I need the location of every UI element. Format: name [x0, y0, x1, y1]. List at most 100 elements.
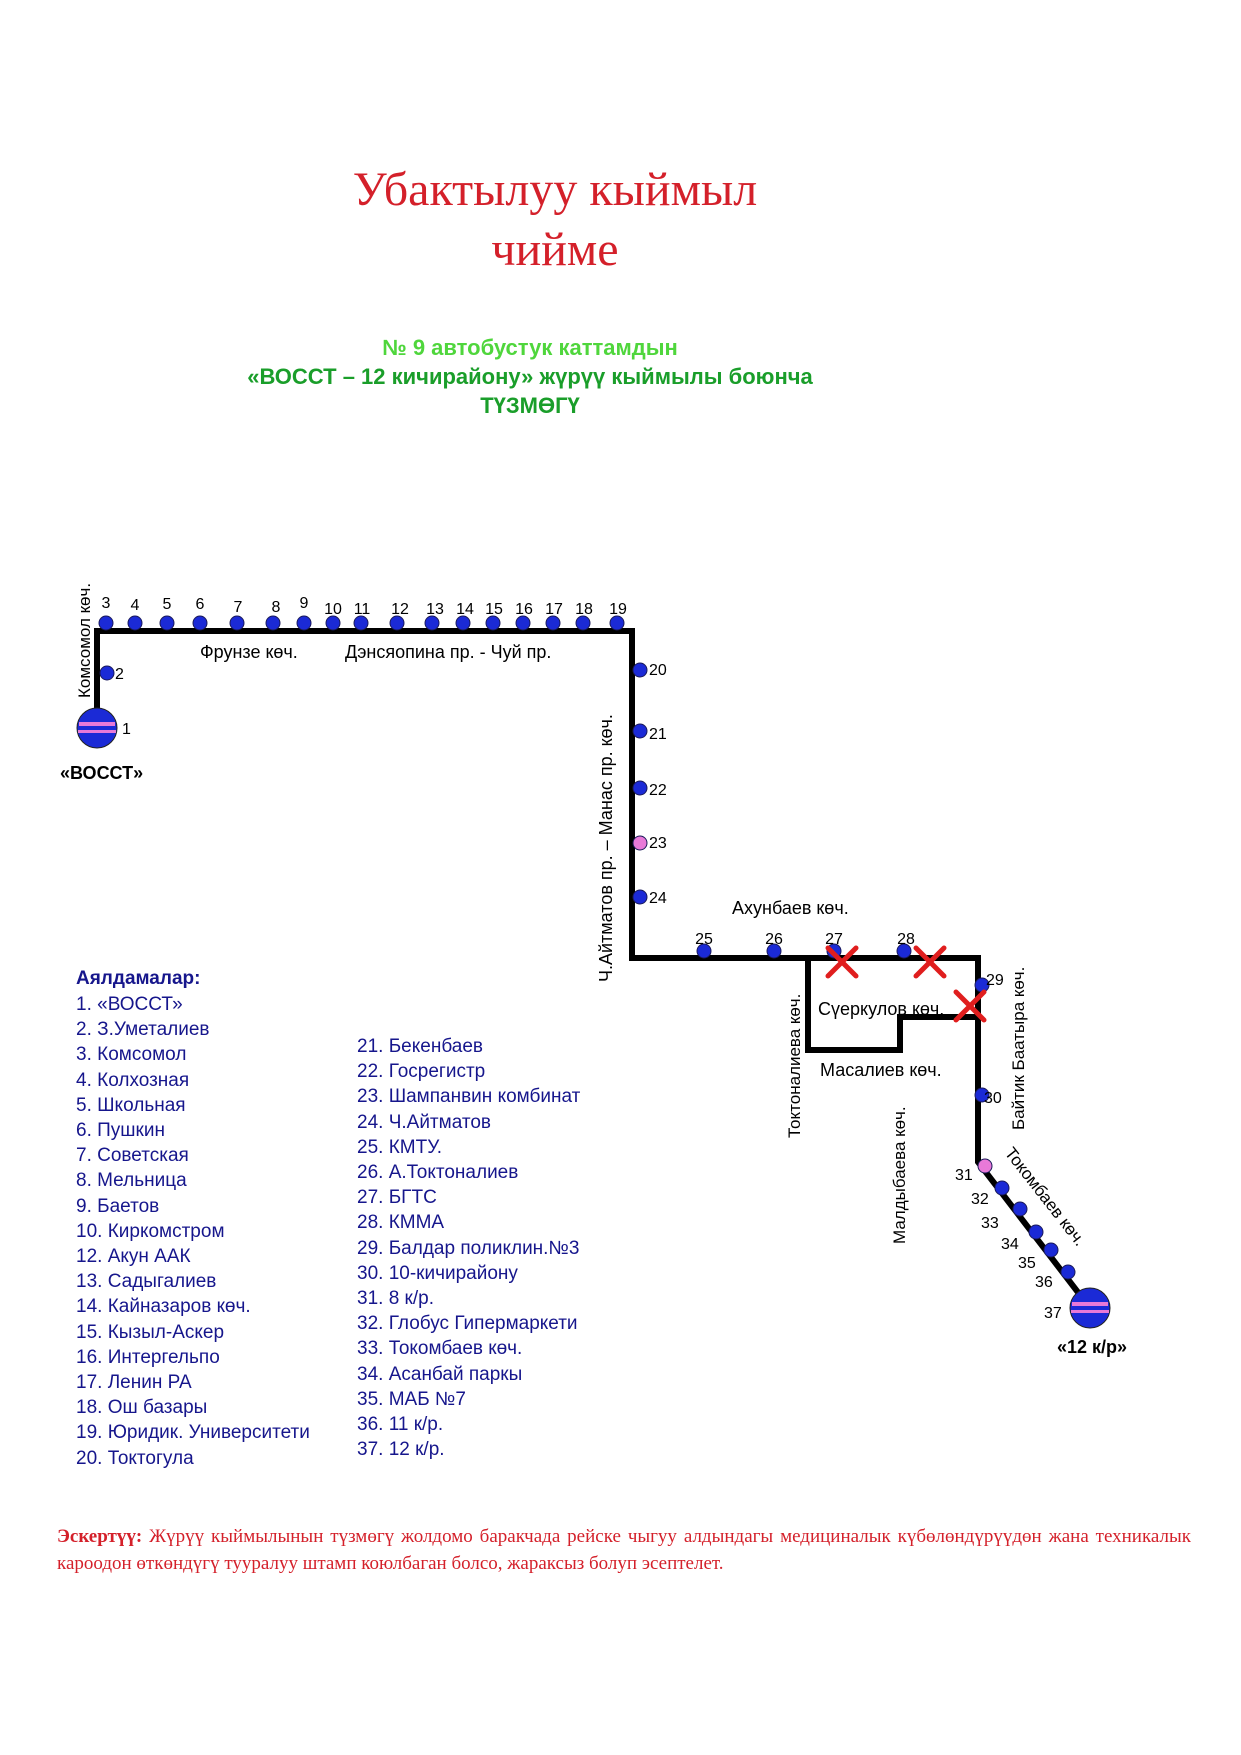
stop-list-item: 8. Мельница	[76, 1168, 310, 1193]
stop-6	[192, 615, 208, 631]
stop-list-name: Колхозная	[91, 1069, 190, 1091]
route-lines	[94, 628, 1093, 1310]
stop-list-item: 20. Токтогула	[76, 1446, 310, 1471]
warning-note-label: Эскертүү:	[57, 1526, 143, 1547]
stop-list-name: Бекенбаев	[383, 1036, 483, 1057]
stop-13	[424, 615, 440, 631]
stop-list-number: 24.	[357, 1111, 384, 1133]
stop-number-26: 26	[765, 931, 783, 948]
stop-list-item: 2. З.Уметалиев	[76, 1017, 310, 1042]
stops-list-title: Аялдамалар:	[76, 968, 201, 989]
stop-list-number: 27.	[357, 1187, 384, 1209]
terminal-labels: «ВОССТ»«12 к/р»	[60, 763, 1127, 1357]
stop-34	[1028, 1224, 1044, 1240]
stop-number-9: 9	[300, 595, 309, 612]
stop-list-name: 8 к/р.	[383, 1288, 434, 1310]
stop-number-33: 33	[981, 1215, 999, 1232]
stop-list-item: 26. А.Токтоналиев	[357, 1160, 580, 1185]
stop-list-number: 33.	[357, 1338, 384, 1360]
stop-list-number: 29.	[357, 1237, 384, 1259]
stop-list-number: 3.	[76, 1044, 92, 1066]
stop-list-name: Акун ААК	[102, 1246, 191, 1268]
subtitle-line-2: «ВОССТ – 12 кичирайону» жүрүү кыймылы бо…	[247, 364, 813, 389]
stop-list-name: Шампанвин комбинат	[383, 1086, 581, 1108]
stop-list-item: 34. Асанбай паркы	[357, 1362, 580, 1387]
stop-list-number: 21.	[357, 1036, 384, 1057]
stop-30	[974, 1087, 990, 1103]
warning-note-text: Жүрүү кыймылынын түзмөгү жолдомо баракча…	[57, 1526, 1192, 1574]
terminal-stop-37	[1069, 1287, 1111, 1329]
terminal-stop-1	[76, 707, 118, 749]
stop-list-number: 35.	[357, 1388, 384, 1410]
terminal-stripe	[78, 730, 116, 733]
subtitle-line-3: ТҮЗМӨГҮ	[480, 393, 580, 418]
stop-list-number: 32.	[357, 1313, 384, 1335]
stop-list-name: Интергельпо	[102, 1346, 220, 1368]
stop-list-name: Школьная	[91, 1094, 186, 1116]
stop-list-item: 5. Школьная	[76, 1093, 310, 1118]
stop-list-name: Мельница	[91, 1170, 187, 1192]
stop-list-item: 1. «ВОССТ»	[76, 992, 310, 1017]
stop-list-item: 4. Колхозная	[76, 1068, 310, 1093]
stop-number-15: 15	[485, 601, 503, 618]
stop-list-name: Советская	[91, 1145, 189, 1167]
stop-list-name: Асанбай паркы	[383, 1363, 523, 1385]
stop-20	[632, 662, 648, 678]
terminal-stripe	[1071, 1310, 1109, 1313]
stop-number-14: 14	[456, 601, 474, 618]
stop-number-11: 11	[354, 601, 371, 618]
stop-9	[296, 615, 312, 631]
stop-list-number: 36.	[357, 1414, 384, 1436]
stop-list-number: 30.	[357, 1262, 384, 1284]
stop-list-item: 14. Кайназаров көч.	[76, 1294, 310, 1319]
stop-list-item: 19. Юридик. Университети	[76, 1420, 310, 1445]
stop-list-number: 1.	[76, 994, 92, 1015]
stop-36	[1060, 1264, 1076, 1280]
stop-list-item: 7. Советская	[76, 1143, 310, 1168]
stop-24	[632, 889, 648, 905]
stop-list-name: Ч.Айтматов	[383, 1111, 491, 1133]
terminal-stripe	[79, 722, 115, 726]
stop-15	[485, 615, 501, 631]
stop-list-name: «ВОССТ»	[91, 994, 183, 1015]
stop-list-name: Ленин РА	[102, 1372, 192, 1394]
stop-list-item: 33. Токомбаев көч.	[357, 1336, 580, 1361]
stop-list-item: 22. Госрегистр	[357, 1059, 580, 1084]
stop-list-item: 31. 8 к/р.	[357, 1286, 580, 1311]
stop-list-number: 15.	[76, 1321, 103, 1343]
stop-list-item: 6. Пушкин	[76, 1118, 310, 1143]
stop-list-name: Токомбаев көч.	[383, 1338, 523, 1360]
street-label-akhunbaev: Ахунбаев көч.	[732, 898, 849, 918]
stop-list-item: 36. 11 к/р.	[357, 1412, 580, 1437]
stop-number-30: 30	[984, 1090, 1002, 1107]
stop-list-item: 37. 12 к/р.	[357, 1437, 580, 1462]
stop-number-4: 4	[131, 597, 140, 614]
stop-list-item: 10. Киркомстром	[76, 1219, 310, 1244]
stop-list-name: МАБ №7	[383, 1388, 466, 1410]
stop-list-number: 8.	[76, 1170, 92, 1192]
stop-list-name: БГТС	[383, 1187, 437, 1209]
street-label-aitmatov: Ч.Айтматов пр. – Манас пр. көч.	[596, 714, 616, 982]
stop-list-number: 25.	[357, 1136, 384, 1158]
terminal-stripe	[1072, 1302, 1108, 1306]
street-label-komsomol: Комсомол көч.	[75, 583, 94, 698]
title-line-1: Убактылуу кыймыл	[352, 163, 758, 216]
stop-7	[229, 615, 245, 631]
stop-list-name: Садыгалиев	[102, 1271, 217, 1293]
terminal-label-vosst: «ВОССТ»	[60, 763, 143, 783]
stop-list-number: 12.	[76, 1246, 103, 1268]
stop-list-number: 7.	[76, 1145, 92, 1167]
stop-11	[353, 615, 369, 631]
stop-number-5: 5	[163, 596, 172, 613]
stop-list-item: 29. Балдар поликлин.№3	[357, 1236, 580, 1261]
stop-number-12: 12	[391, 601, 409, 618]
stop-list-name: Ош базары	[102, 1397, 208, 1419]
stop-number-21: 21	[649, 726, 667, 743]
stop-number-28: 28	[897, 931, 915, 948]
stop-list-name: Кайназаров көч.	[102, 1296, 251, 1318]
stop-number-18: 18	[575, 601, 593, 618]
stop-number-16: 16	[515, 601, 533, 618]
